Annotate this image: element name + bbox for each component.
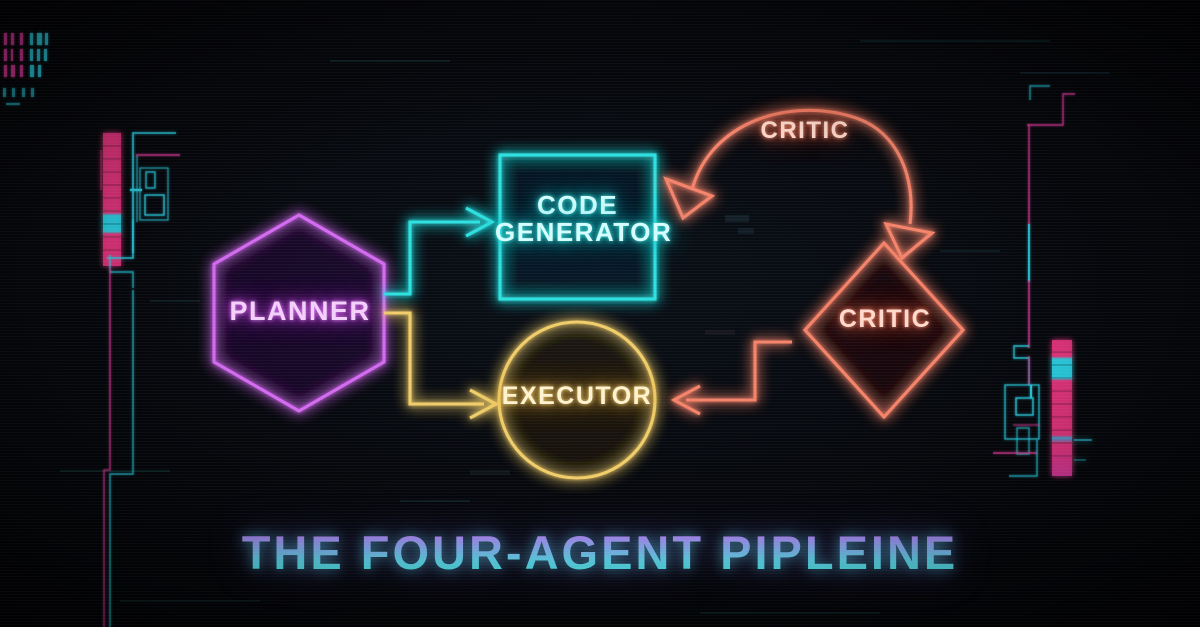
- planner-executor-line: [384, 311, 484, 406]
- edge-codegen-critic-loop: [663, 108, 936, 261]
- critic-diamond-outline: [802, 240, 966, 420]
- executor-circle-outline: [497, 320, 657, 480]
- node-critic[interactable]: [802, 240, 966, 420]
- planner-codegen-line: [384, 220, 480, 296]
- code-generator-box-outline: [498, 153, 657, 301]
- edge-critic-to-executor: [670, 340, 792, 416]
- node-code-generator[interactable]: [498, 153, 657, 301]
- node-executor[interactable]: [497, 320, 657, 480]
- planner-hexagon-outline: [212, 213, 386, 413]
- edge-planner-to-code-generator: [384, 206, 496, 296]
- critic-executor-line: [686, 340, 792, 402]
- node-planner[interactable]: [212, 213, 386, 413]
- page-title: THE FOUR-AGENT PIPLEINE: [0, 525, 1200, 580]
- codegen-critic-curve: [690, 108, 913, 225]
- edge-planner-to-executor: [384, 311, 500, 420]
- codegen-critic-left-arrowhead-icon: [663, 176, 716, 221]
